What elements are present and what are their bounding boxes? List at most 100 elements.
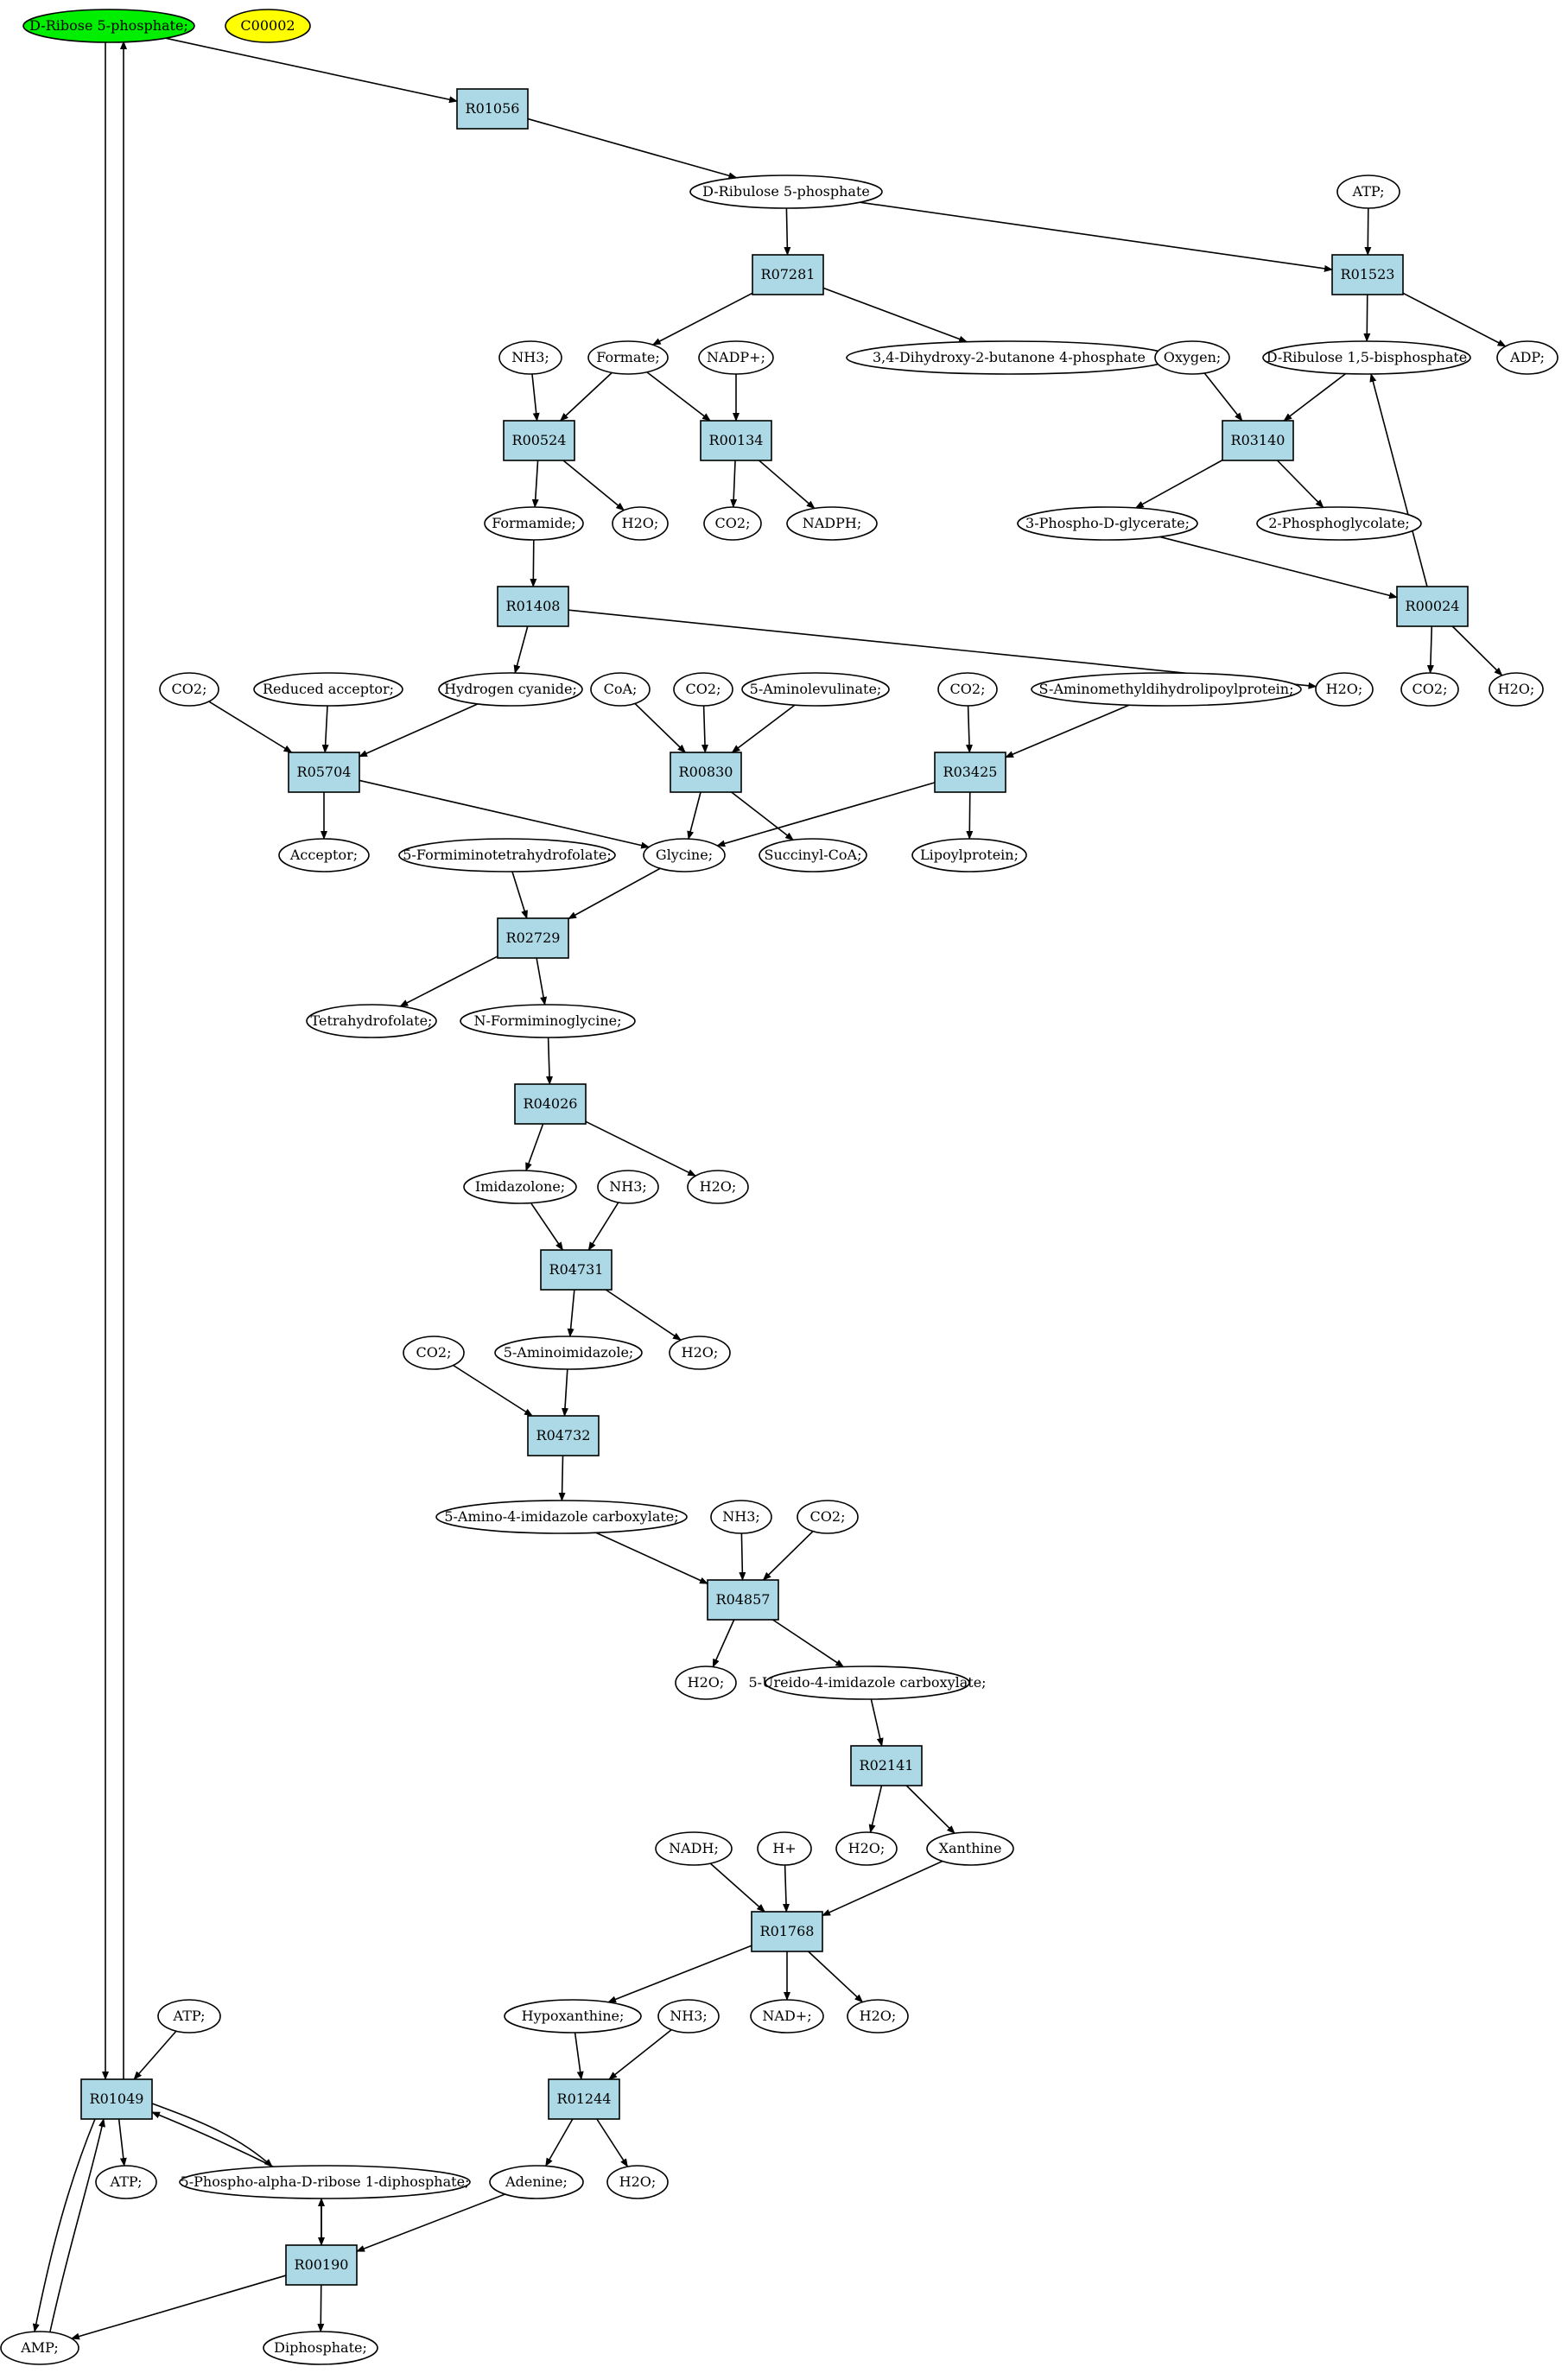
compound-node-formate[interactable]: Formate; bbox=[587, 340, 669, 375]
compound-node-thf[interactable]: Tetrahydrofolate; bbox=[306, 1004, 437, 1038]
compound-node-co2g[interactable]: CO2; bbox=[797, 1500, 859, 1534]
compound-node-nadp[interactable]: NADP+; bbox=[698, 340, 774, 375]
edge-nh3c-to-R04857 bbox=[739, 1532, 746, 1581]
reaction-node-R04732[interactable]: R04732 bbox=[527, 1415, 600, 1456]
compound-ellipse bbox=[306, 1004, 437, 1038]
compound-node-pgc[interactable]: 2-Phosphoglycolate; bbox=[1256, 506, 1422, 541]
compound-node-hcn[interactable]: Hydrogen cyanide; bbox=[438, 672, 583, 707]
node-label: R02729 bbox=[506, 930, 561, 946]
compound-node-formamide[interactable]: Formamide; bbox=[484, 506, 584, 541]
reaction-node-R00830[interactable]: R00830 bbox=[670, 752, 742, 793]
compound-node-nadph[interactable]: NADPH; bbox=[786, 506, 878, 541]
compound-node-samdlp[interactable]: S-Aminomethyldihydrolipoylprotein; bbox=[1031, 672, 1302, 707]
reaction-node-R04731[interactable]: R04731 bbox=[540, 1249, 613, 1291]
reaction-node-R00134[interactable]: R00134 bbox=[700, 420, 772, 461]
compound-ellipse bbox=[1154, 340, 1230, 375]
compound-node-redacc[interactable]: Reduced acceptor; bbox=[253, 672, 403, 707]
compound-node-nadh[interactable]: NADH; bbox=[655, 1831, 733, 1866]
compound-node-imidazolone[interactable]: Imidazolone; bbox=[463, 1170, 577, 1204]
compound-node-nh3b[interactable]: NH3; bbox=[597, 1170, 659, 1204]
reaction-node-R01049[interactable]: R01049 bbox=[80, 2078, 153, 2120]
compound-node-ala[interactable]: 5-Aminolevulinate; bbox=[741, 672, 890, 707]
reaction-node-R00524[interactable]: R00524 bbox=[503, 420, 575, 461]
compound-node-glycine[interactable]: Glycine; bbox=[643, 838, 726, 872]
compound-node-succoa[interactable]: Succinyl-CoA; bbox=[759, 838, 867, 872]
compound-node-hypox[interactable]: Hypoxanthine; bbox=[504, 1999, 642, 2034]
reaction-node-R00190[interactable]: R00190 bbox=[285, 2244, 358, 2286]
compound-node-h2oa[interactable]: H2O; bbox=[612, 506, 669, 541]
compound-node-nfg[interactable]: N-Formiminoglycine; bbox=[460, 1004, 636, 1038]
compound-node-aim[interactable]: 5-Aminoimidazole; bbox=[494, 1336, 643, 1370]
compound-node-atp1[interactable]: ATP; bbox=[1336, 174, 1400, 209]
reaction-node-R01056[interactable]: R01056 bbox=[456, 88, 529, 130]
compound-node-co2c[interactable]: CO2; bbox=[673, 672, 733, 707]
compound-node-h2of[interactable]: H2O; bbox=[675, 1666, 737, 1700]
reaction-box bbox=[1222, 420, 1294, 461]
compound-ellipse bbox=[1400, 672, 1459, 707]
edge-R04026-to-h2od bbox=[585, 1120, 697, 1177]
compound-node-ribose5p[interactable]: D-Ribose 5-phosphate; bbox=[22, 9, 195, 43]
compound-node-fthf[interactable]: 5-Formiminotetrahydrofolate; bbox=[398, 838, 616, 872]
compound-node-amp[interactable]: AMP; bbox=[0, 2331, 79, 2365]
reaction-node-R01408[interactable]: R01408 bbox=[497, 586, 569, 627]
compound-node-h2og[interactable]: H2O; bbox=[835, 1831, 898, 1866]
compound-node-ribulose5p[interactable]: D-Ribulose 5-phosphate bbox=[689, 174, 883, 209]
compound-node-aic[interactable]: 5-Amino-4-imidazole carboxylate; bbox=[435, 1500, 688, 1534]
compound-node-nh3c[interactable]: NH3; bbox=[710, 1500, 772, 1534]
edge-R02141-to-h2og bbox=[868, 1785, 883, 1834]
reaction-node-R07281[interactable]: R07281 bbox=[752, 254, 824, 295]
compound-node-co2b[interactable]: CO2; bbox=[159, 672, 219, 707]
reaction-node-R03425[interactable]: R03425 bbox=[934, 752, 1006, 793]
compound-node-oxygen[interactable]: Oxygen; bbox=[1154, 340, 1230, 375]
compound-node-atp2[interactable]: ATP; bbox=[157, 1999, 221, 2034]
compound-node-co2e[interactable]: CO2; bbox=[1400, 672, 1459, 707]
compound-node-co2f[interactable]: CO2; bbox=[403, 1336, 465, 1370]
compound-ellipse bbox=[179, 2165, 471, 2199]
node-label: R01049 bbox=[90, 2091, 144, 2107]
reaction-node-R02729[interactable]: R02729 bbox=[497, 917, 569, 959]
compound-node-uic[interactable]: 5-Ureido-4-imidazole carboxylate; bbox=[748, 1666, 987, 1700]
compound-node-c00002[interactable]: C00002 bbox=[225, 9, 311, 43]
compound-node-nadplus[interactable]: NAD+; bbox=[750, 1999, 824, 2034]
compound-node-dhbp[interactable]: 3,4-Dihydroxy-2-butanone 4-phosphate bbox=[846, 340, 1172, 375]
compound-node-coa[interactable]: CoA; bbox=[590, 672, 651, 707]
compound-node-diphosphate[interactable]: Diphosphate; bbox=[263, 2331, 378, 2365]
node-label: NADPH; bbox=[803, 515, 862, 531]
reaction-node-R04857[interactable]: R04857 bbox=[707, 1579, 779, 1621]
compound-node-hplus[interactable]: H+ bbox=[757, 1831, 812, 1866]
reaction-node-R01768[interactable]: R01768 bbox=[751, 1911, 823, 1952]
compound-node-acceptor[interactable]: Acceptor; bbox=[278, 838, 370, 872]
node-label: H2O; bbox=[682, 1344, 719, 1361]
reaction-node-R03140[interactable]: R03140 bbox=[1222, 420, 1294, 461]
compound-node-nh3d[interactable]: NH3; bbox=[657, 1999, 720, 2034]
compound-node-co2d[interactable]: CO2; bbox=[937, 672, 998, 707]
reaction-node-R05704[interactable]: R05704 bbox=[288, 752, 360, 793]
reaction-node-R02141[interactable]: R02141 bbox=[850, 1745, 923, 1786]
reaction-node-R01244[interactable]: R01244 bbox=[548, 2078, 620, 2120]
edge-R00830-to-succoa bbox=[731, 791, 794, 841]
compound-node-co2a[interactable]: CO2; bbox=[703, 506, 762, 541]
reaction-node-R01523[interactable]: R01523 bbox=[1331, 254, 1404, 295]
compound-node-adp[interactable]: ADP; bbox=[1496, 340, 1558, 375]
compound-node-adenine[interactable]: Adenine; bbox=[489, 2165, 584, 2199]
compound-ellipse bbox=[1262, 340, 1471, 375]
compound-node-h2oe[interactable]: H2O; bbox=[669, 1336, 731, 1370]
reaction-node-R04026[interactable]: R04026 bbox=[514, 1083, 587, 1125]
compound-node-lipoyl[interactable]: Lipoylprotein; bbox=[911, 838, 1027, 872]
compound-node-h2oc[interactable]: H2O; bbox=[1489, 672, 1544, 707]
reaction-node-R00024[interactable]: R00024 bbox=[1396, 586, 1469, 627]
compound-node-h2oh[interactable]: H2O; bbox=[847, 1999, 909, 2034]
compound-node-rubp[interactable]: D-Ribulose 1,5-bisphosphate bbox=[1262, 340, 1471, 375]
compound-ellipse bbox=[398, 838, 616, 872]
node-label: H2O; bbox=[622, 515, 659, 531]
edge-R04857-to-h2of bbox=[712, 1619, 735, 1668]
compound-node-atp3[interactable]: ATP; bbox=[95, 2165, 157, 2199]
compound-node-xanthine[interactable]: Xanthine bbox=[926, 1831, 1014, 1866]
node-label: NAD+; bbox=[762, 2008, 811, 2024]
compound-node-prpp[interactable]: 5-Phospho-alpha-D-ribose 1-diphosphate; bbox=[179, 2165, 471, 2199]
compound-node-nh3a[interactable]: NH3; bbox=[498, 340, 562, 375]
compound-node-h2oi[interactable]: H2O; bbox=[606, 2165, 669, 2199]
compound-node-h2od[interactable]: H2O; bbox=[687, 1170, 749, 1204]
compound-node-h2ob[interactable]: H2O; bbox=[1315, 672, 1374, 707]
compound-node-pga[interactable]: 3-Phospho-D-glycerate; bbox=[1017, 506, 1198, 541]
